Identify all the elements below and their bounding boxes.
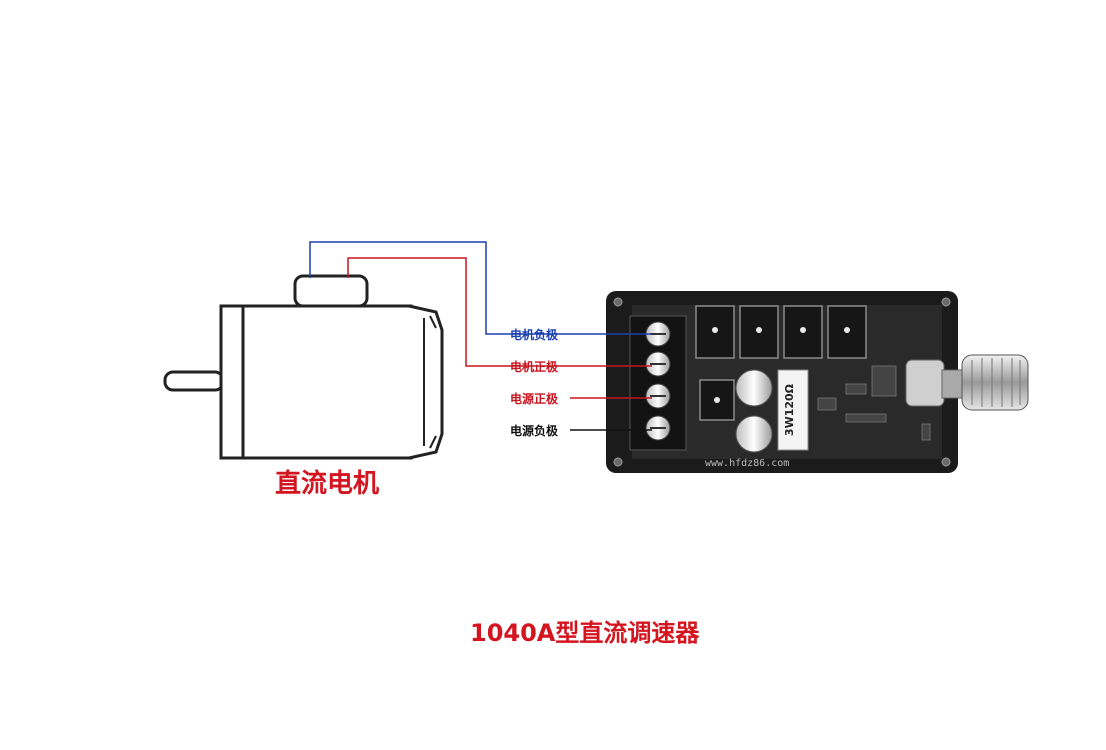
potentiometer-body [905, 359, 945, 407]
capacitor [735, 369, 773, 407]
dc-motor [163, 274, 444, 460]
label-power-negative: 电源负极 [510, 423, 559, 438]
pcb-components [817, 365, 931, 441]
motor-body [241, 304, 413, 460]
potentiometer-shaft [941, 369, 965, 399]
label-power-positive: 电源正极 [510, 391, 559, 406]
label-motor-positive: 电机正极 [510, 359, 559, 374]
motor-terminal-box [293, 274, 369, 308]
terminal-screw [645, 383, 671, 409]
motor-positive-wire [347, 257, 652, 367]
pcb-url: www.hfdz86.com [705, 458, 789, 469]
motor-shaft [163, 370, 225, 392]
capacitor [735, 415, 773, 453]
power-resistor [777, 369, 809, 451]
wires [309, 241, 652, 431]
terminal-screw [645, 351, 671, 377]
speed-controller: 3W120Ω www.hfdz86.com [606, 291, 1029, 473]
terminal-screw [645, 321, 671, 347]
terminal-screw [645, 415, 671, 441]
motor-end-cap [408, 304, 444, 460]
controller-caption: 1040A型直流调速器 [470, 619, 700, 647]
corner-screws [613, 297, 951, 467]
label-motor-negative: 电机负极 [510, 327, 559, 342]
motor-caption: 直流电机 [275, 469, 379, 499]
motor-front-flange [219, 304, 247, 460]
motor-negative-wire [309, 241, 652, 335]
resistor-marking: 3W120Ω [783, 383, 796, 436]
